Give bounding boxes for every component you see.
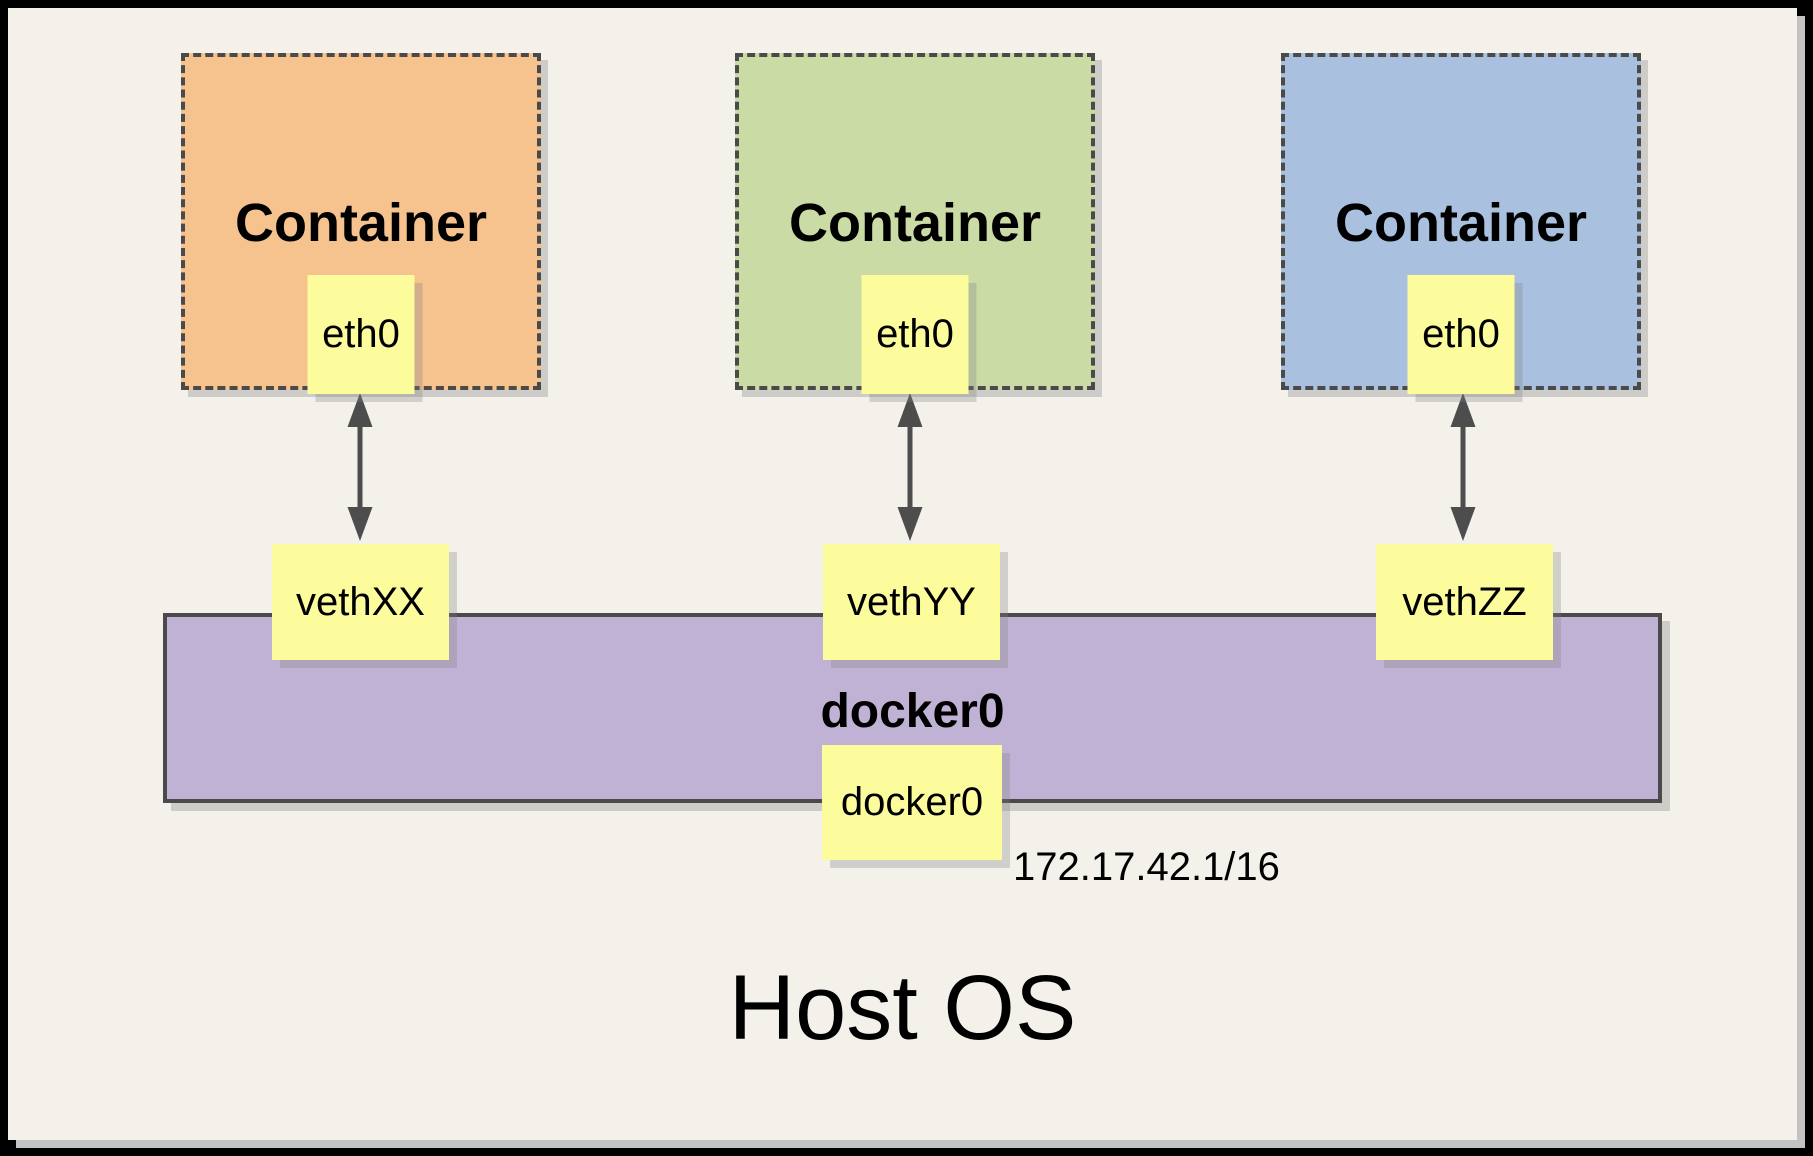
docker0-ip-label: 172.17.42.1/16 xyxy=(1013,845,1280,889)
container-2-label: Container xyxy=(788,193,1042,253)
veth-arrow-2-icon xyxy=(897,393,923,541)
container-3-label: Container xyxy=(1334,193,1588,253)
docker0-interface-label: docker0 xyxy=(840,780,984,824)
container-2-eth0-label: eth0 xyxy=(876,312,954,356)
container-2-eth0-box: eth0 xyxy=(861,275,969,394)
docker0-interface-box: docker0 xyxy=(822,745,1002,860)
container-box-2: Container eth0 xyxy=(735,53,1095,394)
host-os-title: Host OS xyxy=(728,957,1077,1059)
docker0-bridge-label: docker0 xyxy=(820,685,1005,738)
vethxx-label: vethXX xyxy=(296,579,425,624)
container-1-eth0-box: eth0 xyxy=(307,275,415,394)
vethxx-box: vethXX xyxy=(272,544,449,660)
vethzz-box: vethZZ xyxy=(1376,544,1553,660)
container-3-eth0-box: eth0 xyxy=(1407,275,1515,394)
host-os-panel: Container eth0 Container eth0 Container … xyxy=(8,8,1797,1140)
container-box-3: Container eth0 xyxy=(1281,53,1641,394)
vethyy-label: vethYY xyxy=(847,579,976,624)
veth-arrow-1-icon xyxy=(347,393,373,541)
container-3-eth0-label: eth0 xyxy=(1422,312,1500,356)
container-1-eth0-label: eth0 xyxy=(322,312,400,356)
veth-arrow-3-icon xyxy=(1450,393,1476,541)
vethyy-box: vethYY xyxy=(823,544,1000,660)
vethzz-label: vethZZ xyxy=(1402,579,1527,624)
container-1-label: Container xyxy=(234,193,488,253)
container-box-1: Container eth0 xyxy=(181,53,541,394)
